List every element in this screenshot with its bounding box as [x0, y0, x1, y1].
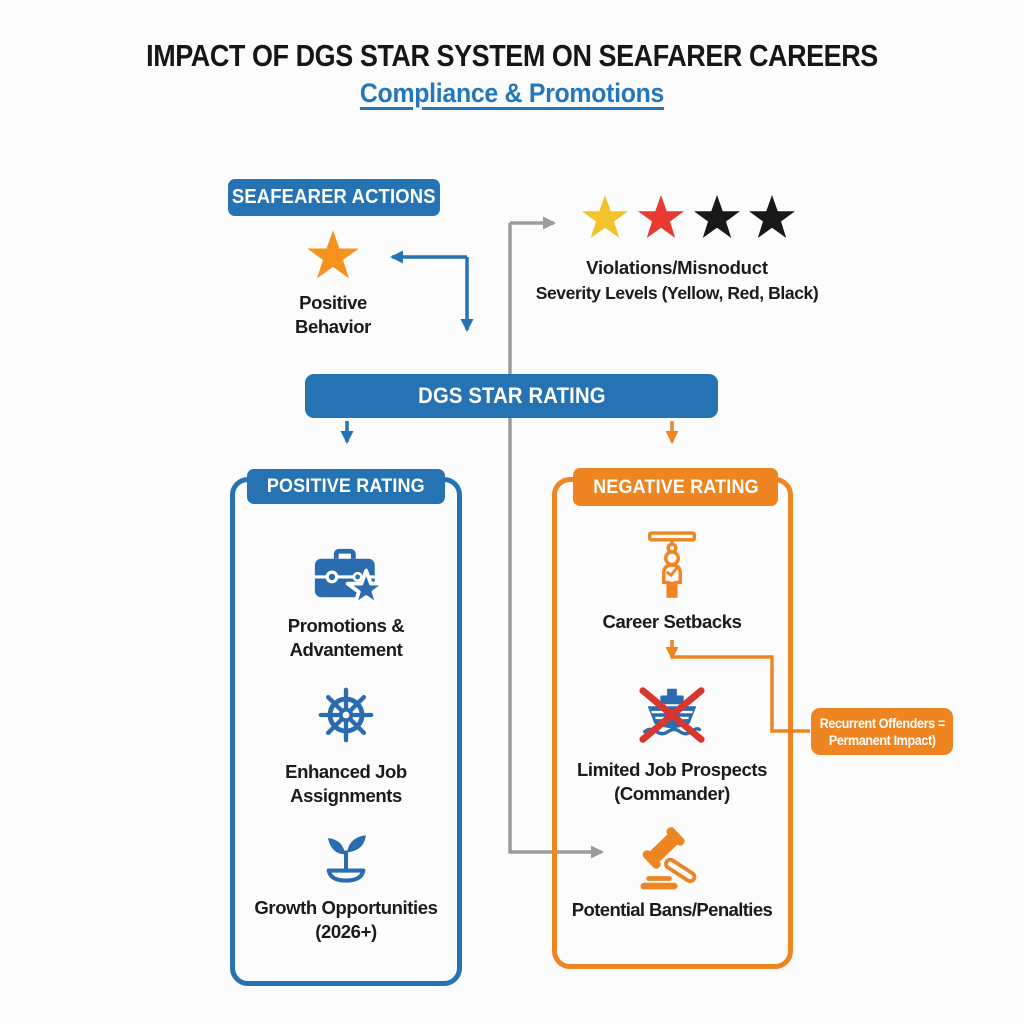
dgs-star-rating-bar: DGS STAR RATING: [305, 374, 718, 418]
star-black-icon: [694, 195, 740, 238]
seafarer-actions-box: SEAFEARER ACTIONS: [228, 179, 440, 216]
positive-item-label: Promotions & Advantement: [287, 615, 405, 660]
sprout-icon: [326, 835, 366, 883]
star-black-icon: [749, 195, 795, 238]
positive-item-label: Growth Opportunities (2026+): [254, 897, 438, 942]
positive-rating-header: POSITIVE RATING: [247, 469, 445, 504]
page-title: IMPACT OF DGS STAR SYSTEM ON SEAFARER CA…: [146, 38, 878, 73]
briefcase-star-icon: [314, 548, 386, 608]
orange-star-icon: [307, 230, 359, 279]
star-yellow-icon: [582, 195, 628, 238]
person-hanging-icon: [648, 531, 696, 598]
recurrent-offenders-callout: Recurrent Offenders = Permanent Impact): [811, 708, 953, 755]
negative-rating-header: NEGATIVE RATING: [573, 468, 778, 506]
violations-subtitle: Severity Levels (Yellow, Red, Black): [535, 283, 819, 303]
negative-item-label: Career Setbacks: [602, 611, 742, 632]
page-subtitle: Compliance & Promotions: [359, 78, 665, 108]
gavel-icon: [640, 827, 697, 890]
gray-connector-vertical: [508, 223, 604, 859]
negative-item-label: Potential Bans/Penalties: [571, 899, 773, 920]
violations-title: Violations/Misnoduct: [586, 257, 768, 278]
positive-behavior-label: Positive Behavior: [295, 292, 371, 337]
ship-wheel-icon: [318, 687, 374, 743]
ship-crossed-icon: [639, 687, 705, 743]
positive-item-label: Enhanced Job Assignments: [285, 761, 407, 806]
star-red-icon: [638, 195, 684, 238]
negative-item-label: Limited Job Prospects (Commander): [576, 759, 767, 804]
